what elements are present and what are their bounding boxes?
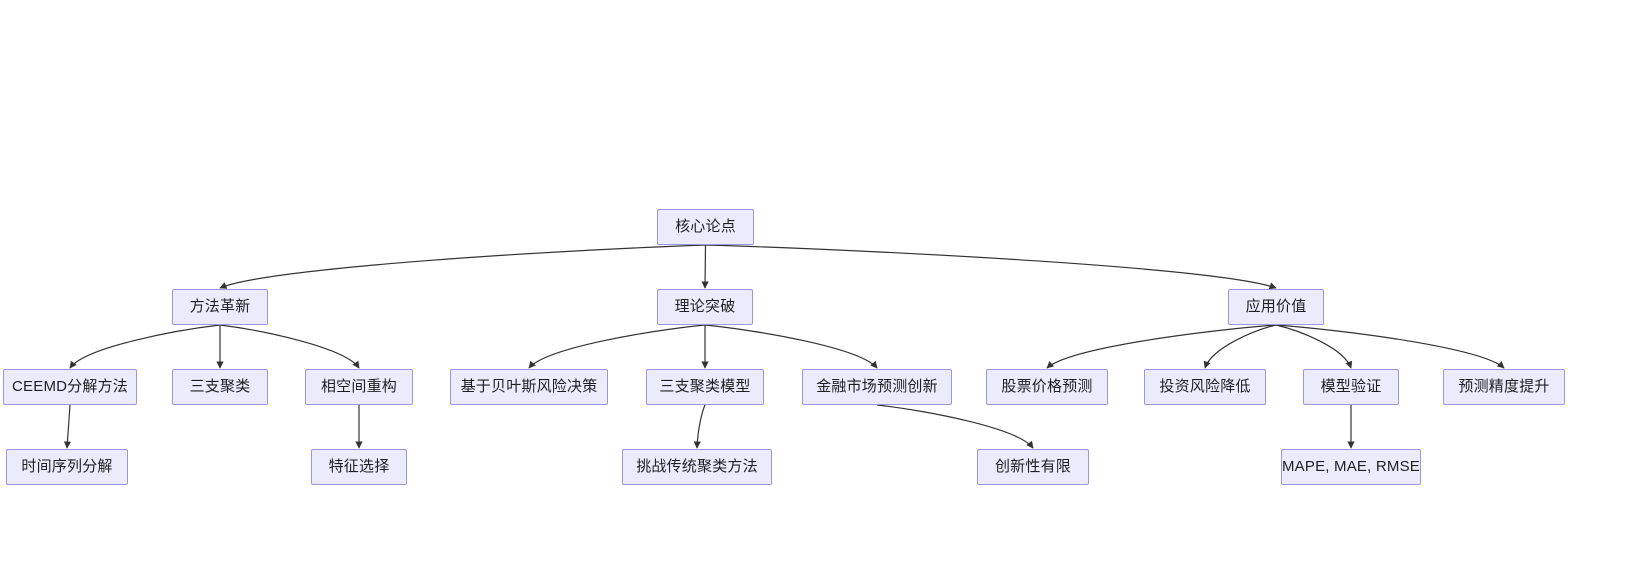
node-l3a[interactable]: 时间序列分解 xyxy=(6,449,128,485)
node-l2j[interactable]: 预测精度提升 xyxy=(1443,369,1565,405)
node-l2f[interactable]: 金融市场预测创新 xyxy=(802,369,952,405)
node-label: 挑战传统聚类方法 xyxy=(636,458,758,475)
node-l2c[interactable]: 相空间重构 xyxy=(305,369,413,405)
node-root[interactable]: 核心论点 xyxy=(657,209,754,245)
node-l3e[interactable]: MAPE, MAE, RMSE xyxy=(1281,449,1421,485)
node-l2a[interactable]: CEEMD分解方法 xyxy=(3,369,137,405)
node-l2h[interactable]: 投资风险降低 xyxy=(1144,369,1266,405)
node-label: 核心论点 xyxy=(675,218,736,235)
node-label: CEEMD分解方法 xyxy=(12,378,128,395)
node-l2i[interactable]: 模型验证 xyxy=(1303,369,1399,405)
node-l2b[interactable]: 三支聚类 xyxy=(172,369,268,405)
node-label: 基于贝叶斯风险决策 xyxy=(460,378,598,395)
node-l3b[interactable]: 特征选择 xyxy=(311,449,407,485)
node-label: 股票价格预测 xyxy=(1001,378,1093,395)
node-l3d[interactable]: 创新性有限 xyxy=(977,449,1089,485)
node-l1b[interactable]: 理论突破 xyxy=(657,289,753,325)
node-label: 金融市场预测创新 xyxy=(816,378,938,395)
node-label: 三支聚类模型 xyxy=(659,378,751,395)
node-l2d[interactable]: 基于贝叶斯风险决策 xyxy=(450,369,608,405)
node-l2e[interactable]: 三支聚类模型 xyxy=(646,369,764,405)
node-label: 投资风险降低 xyxy=(1159,378,1251,395)
node-label: 预测精度提升 xyxy=(1458,378,1550,395)
node-label: 相空间重构 xyxy=(320,378,397,395)
node-l1a[interactable]: 方法革新 xyxy=(172,289,268,325)
node-l3c[interactable]: 挑战传统聚类方法 xyxy=(622,449,772,485)
node-label: 时间序列分解 xyxy=(21,458,113,475)
node-label: 应用价值 xyxy=(1245,298,1307,315)
node-label: 三支聚类 xyxy=(189,378,251,395)
node-label: 创新性有限 xyxy=(994,458,1071,475)
node-label: 特征选择 xyxy=(328,458,390,475)
node-l2g[interactable]: 股票价格预测 xyxy=(986,369,1108,405)
node-label: 方法革新 xyxy=(189,298,251,315)
node-label: 模型验证 xyxy=(1320,378,1382,395)
node-label: MAPE, MAE, RMSE xyxy=(1281,458,1421,475)
node-label: 理论突破 xyxy=(674,298,736,315)
node-l1c[interactable]: 应用价值 xyxy=(1228,289,1324,325)
